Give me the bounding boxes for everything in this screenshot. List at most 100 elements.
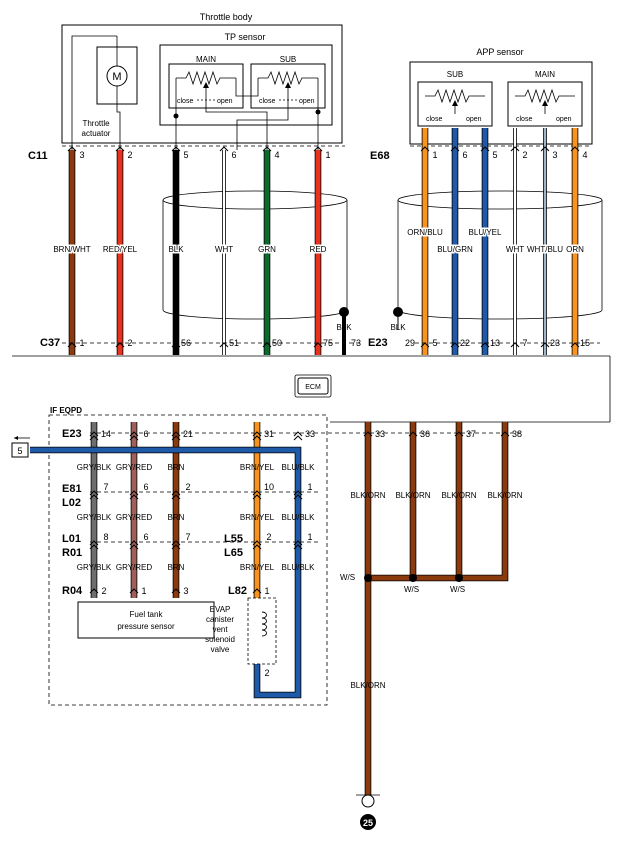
wire-label-blu_blk-520: BLU/BLK xyxy=(282,513,316,522)
app-sub-label: SUB xyxy=(447,70,463,79)
pin-e81-2: 2 xyxy=(185,482,190,492)
tp-sub-label: SUB xyxy=(280,55,296,64)
fuel-tank-label-2: pressure sensor xyxy=(117,622,175,631)
throttle-body-title: Throttle body xyxy=(200,12,253,22)
pin-c11-4: 4 xyxy=(274,150,279,160)
pin-c37-4: 50 xyxy=(272,338,282,348)
wire-blk-orn-4 xyxy=(368,422,508,581)
pin-e23b-2: 21 xyxy=(183,429,193,439)
ref-5: 5 xyxy=(17,446,22,456)
tp-main-label: MAIN xyxy=(196,55,216,64)
wire-label-orn: ORN xyxy=(566,245,584,254)
pin-e23a-0: 29 xyxy=(405,338,415,348)
connector-c37: C37 xyxy=(40,337,60,349)
pin-r04-0: 2 xyxy=(101,586,106,596)
connector-e23-bottom: E23 xyxy=(62,428,82,440)
pin-e23b-0: 14 xyxy=(101,429,111,439)
pin-r04-2: 3 xyxy=(183,586,188,596)
splice-1 xyxy=(364,574,372,582)
pin-e68-4: 3 xyxy=(552,150,557,160)
wire-label-gry_red-520: GRY/RED xyxy=(116,513,153,522)
pin-e23a-3: 7 xyxy=(522,338,527,348)
evap-label-1: EVAP xyxy=(210,605,231,614)
evap-label-4: solenoid xyxy=(205,635,235,644)
wire-label-blu_yel: BLU/YEL xyxy=(469,228,502,237)
pin-e23b-5: 36 xyxy=(420,429,430,439)
actuator-label-2: actuator xyxy=(82,129,111,138)
wire-label-brn-570: BRN xyxy=(168,563,185,572)
wire-label-blu_blk-470: BLU/BLK xyxy=(282,463,316,472)
app-main-label: MAIN xyxy=(535,70,555,79)
pin-e81-4: 1 xyxy=(307,482,312,492)
ecm-label: ECM xyxy=(305,384,321,391)
pin-e23b-7: 38 xyxy=(512,429,522,439)
pin-e23b-3: 31 xyxy=(264,429,274,439)
wires-top: 31BRN/WHT22RED/YEL556BLK651WHT450GRN175R… xyxy=(52,128,590,355)
tp-sub-close: close xyxy=(259,98,275,105)
pin-c11-2: 5 xyxy=(183,150,188,160)
wire-label-wht_blu: WHT/BLU xyxy=(527,245,563,254)
connector-c11: C11 xyxy=(28,150,48,162)
pin-l82-top: 1 xyxy=(264,586,269,596)
pin-c37-2: 56 xyxy=(181,338,191,348)
solenoid-coil-icon xyxy=(261,611,267,637)
wire-label-grn: GRN xyxy=(258,245,276,254)
pin-e23b-4: 33 xyxy=(305,429,315,439)
connector-r01: R01 xyxy=(62,547,82,559)
wire-label-brn_yel-520: BRN/YEL xyxy=(240,513,275,522)
wire-label-brn_yel-470: BRN/YEL xyxy=(240,463,275,472)
evap-label-2: canister xyxy=(206,615,234,624)
wire-label-blu_grn: BLU/GRN xyxy=(437,245,473,254)
connector-l01: L01 xyxy=(62,533,81,545)
wire-blk-drain2: BLK xyxy=(390,323,406,332)
connector-l82: L82 xyxy=(228,585,247,597)
wire-label-blk-orn-3: BLK/ORN xyxy=(487,491,522,500)
wire-label-gry_blk-520: GRY/BLK xyxy=(77,513,112,522)
pin-e68-2: 5 xyxy=(492,150,497,160)
connector-e68: E68 xyxy=(370,150,390,162)
tp-main-open: open xyxy=(217,98,233,105)
tp-sub-open: open xyxy=(299,98,315,105)
ground-point xyxy=(361,794,375,808)
pin-c11-1: 2 xyxy=(127,150,132,160)
pin-e68-1: 6 xyxy=(462,150,467,160)
actuator-label-1: Throttle xyxy=(82,119,110,128)
wire-label-blk-orn-main: BLK/ORN xyxy=(350,681,385,690)
pin-e81-3: 10 xyxy=(264,482,274,492)
wire-label-gry_blk-570: GRY/BLK xyxy=(77,563,112,572)
tp-main-close: close xyxy=(177,98,193,105)
pin-c11-5: 1 xyxy=(325,150,330,160)
ref-5-box xyxy=(11,442,29,458)
wire-label-brn-470: BRN xyxy=(168,463,185,472)
fuel-tank-sensor-box xyxy=(77,601,215,639)
connector-l02: L02 xyxy=(62,497,81,509)
app-sub-open: open xyxy=(466,116,482,123)
app-main-close: close xyxy=(516,116,532,123)
wire-blk-orn-4-outline xyxy=(368,422,509,582)
wire-label-red: RED xyxy=(310,245,327,254)
pin-e68-3: 2 xyxy=(522,150,527,160)
ground-ref-badge xyxy=(360,814,376,830)
if-eqpd-box xyxy=(48,414,328,706)
ground-ref: 25 xyxy=(363,818,373,828)
pin-l82-bot: 2 xyxy=(264,668,269,678)
connector-r04: R04 xyxy=(62,585,83,597)
wire-label-wht2: WHT xyxy=(506,245,524,254)
pin-l01-2: 7 xyxy=(185,532,190,542)
connector-e23-top: E23 xyxy=(368,337,388,349)
wire-label-blk-orn-0: BLK/ORN xyxy=(350,491,385,500)
pin-c37-1: 2 xyxy=(127,338,132,348)
wire-label-brn-520: BRN xyxy=(168,513,185,522)
connector-e81: E81 xyxy=(62,483,82,495)
shield-right xyxy=(397,190,603,320)
pin-e23b-6: 37 xyxy=(466,429,476,439)
pin-l01-0: 8 xyxy=(103,532,108,542)
wire-label-gry_blk-470: GRY/BLK xyxy=(77,463,112,472)
app-main-open: open xyxy=(556,116,572,123)
splice-3 xyxy=(455,574,463,582)
splice-label-1: W/S xyxy=(340,573,355,582)
connector-l65: L65 xyxy=(224,547,243,559)
pin-c37-0: 1 xyxy=(79,338,84,348)
pin-c11-0: 3 xyxy=(79,150,84,160)
